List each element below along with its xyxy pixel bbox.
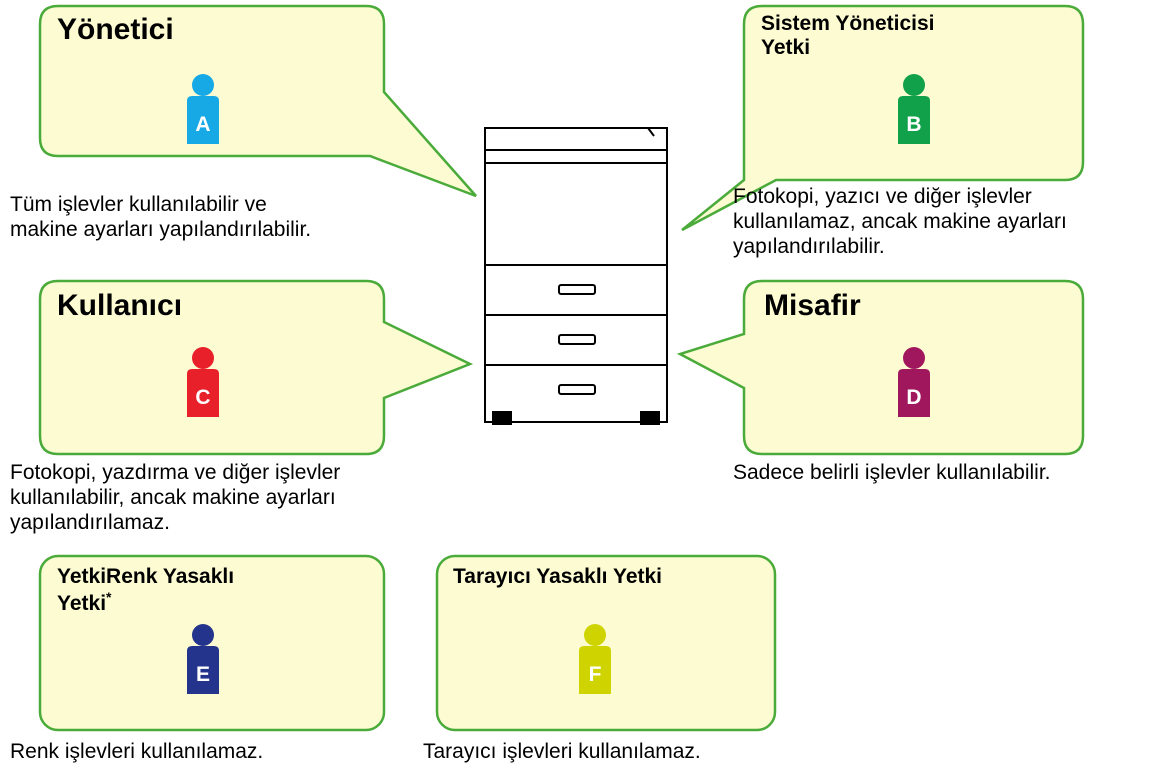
role-desc-e: Renk işlevleri kullanılamaz. (10, 740, 264, 763)
person-icon-a: A (187, 74, 219, 144)
role-title-b-line1: Sistem Yöneticisi (761, 12, 935, 35)
role-bubble-a (38, 4, 477, 198)
role-bubble-d (676, 279, 1085, 456)
person-letter: C (195, 386, 210, 409)
person-icon-c: C (187, 347, 219, 417)
role-bubble-b (681, 4, 1085, 232)
role-bubble-e (38, 554, 386, 732)
person-icon-b: B (898, 74, 930, 144)
person-icon-d: D (898, 347, 930, 417)
person-letter: A (195, 113, 210, 136)
person-icon-e: E (187, 624, 219, 694)
role-desc-f: Tarayıcı işlevleri kullanılamaz. (423, 740, 701, 763)
person-letter: D (906, 386, 921, 409)
role-title-b-line2: Yetki (761, 36, 811, 60)
role-title-e: YetkiRenk Yasaklı Yetki* (57, 565, 234, 616)
person-letter: F (589, 663, 602, 686)
role-bubble-f (435, 554, 777, 732)
role-title-b: Sistem Yöneticisi Yetki (761, 12, 935, 60)
person-letter: B (906, 113, 921, 136)
role-desc-d: Sadece belirli işlevler kullanılabilir. (733, 461, 1051, 484)
role-desc-a: Tüm işlevler kullanılabilir ve makine ay… (10, 193, 312, 241)
role-title-c: Kullanıcı (57, 289, 183, 322)
printer-icon (484, 127, 668, 425)
role-title-e-line2-text: Yetki (57, 592, 107, 616)
role-title-e-line1: YetkiRenk Yasaklı (57, 565, 235, 588)
role-desc-c: Fotokopi, yazdırma ve diğer işlevler kul… (10, 461, 341, 534)
role-title-f: Tarayıcı Yasaklı Yetki (453, 565, 663, 588)
person-letter: E (196, 663, 210, 686)
role-desc-b: Fotokopi, yazıcı ve diğer işlevler kulla… (733, 185, 1067, 258)
role-title-a: Yönetici (57, 13, 174, 46)
role-bubble-c (38, 279, 474, 456)
person-icon-f: F (579, 624, 611, 694)
footnote-mark: * (106, 589, 112, 606)
role-title-e-line2: Yetki* (57, 589, 234, 616)
role-title-d: Misafir (764, 289, 861, 322)
